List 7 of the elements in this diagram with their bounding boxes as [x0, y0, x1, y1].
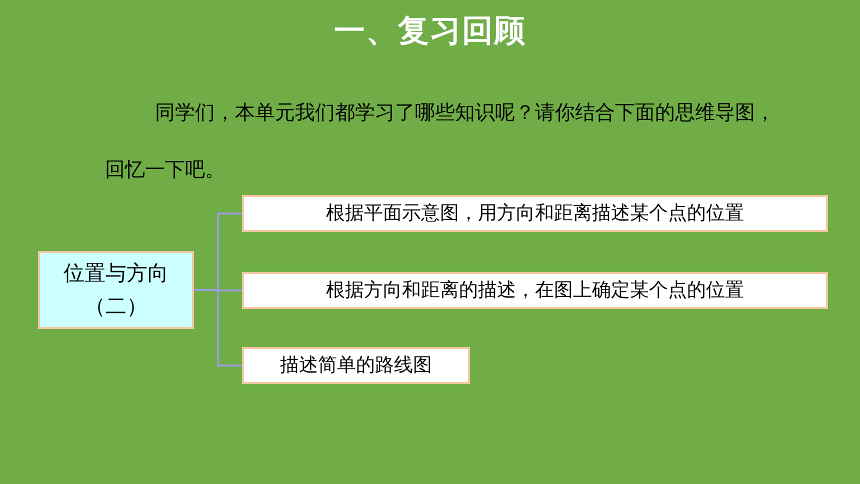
- subtopic-box: 根据方向和距离的描述，在图上确定某个点的位置: [242, 272, 828, 309]
- connector-line: [194, 289, 242, 366]
- title: 一、复习回顾: [334, 12, 526, 51]
- subtopic-box: 描述简单的路线图: [242, 347, 470, 384]
- intro-paragraph: 同学们，本单元我们都学习了哪些知识呢？请你结合下面的思维导图，回忆一下吧。: [105, 99, 776, 183]
- topic-box: 位置与方向（二）: [38, 251, 194, 329]
- subtopic-box: 根据平面示意图，用方向和距离描述某个点的位置: [242, 195, 828, 232]
